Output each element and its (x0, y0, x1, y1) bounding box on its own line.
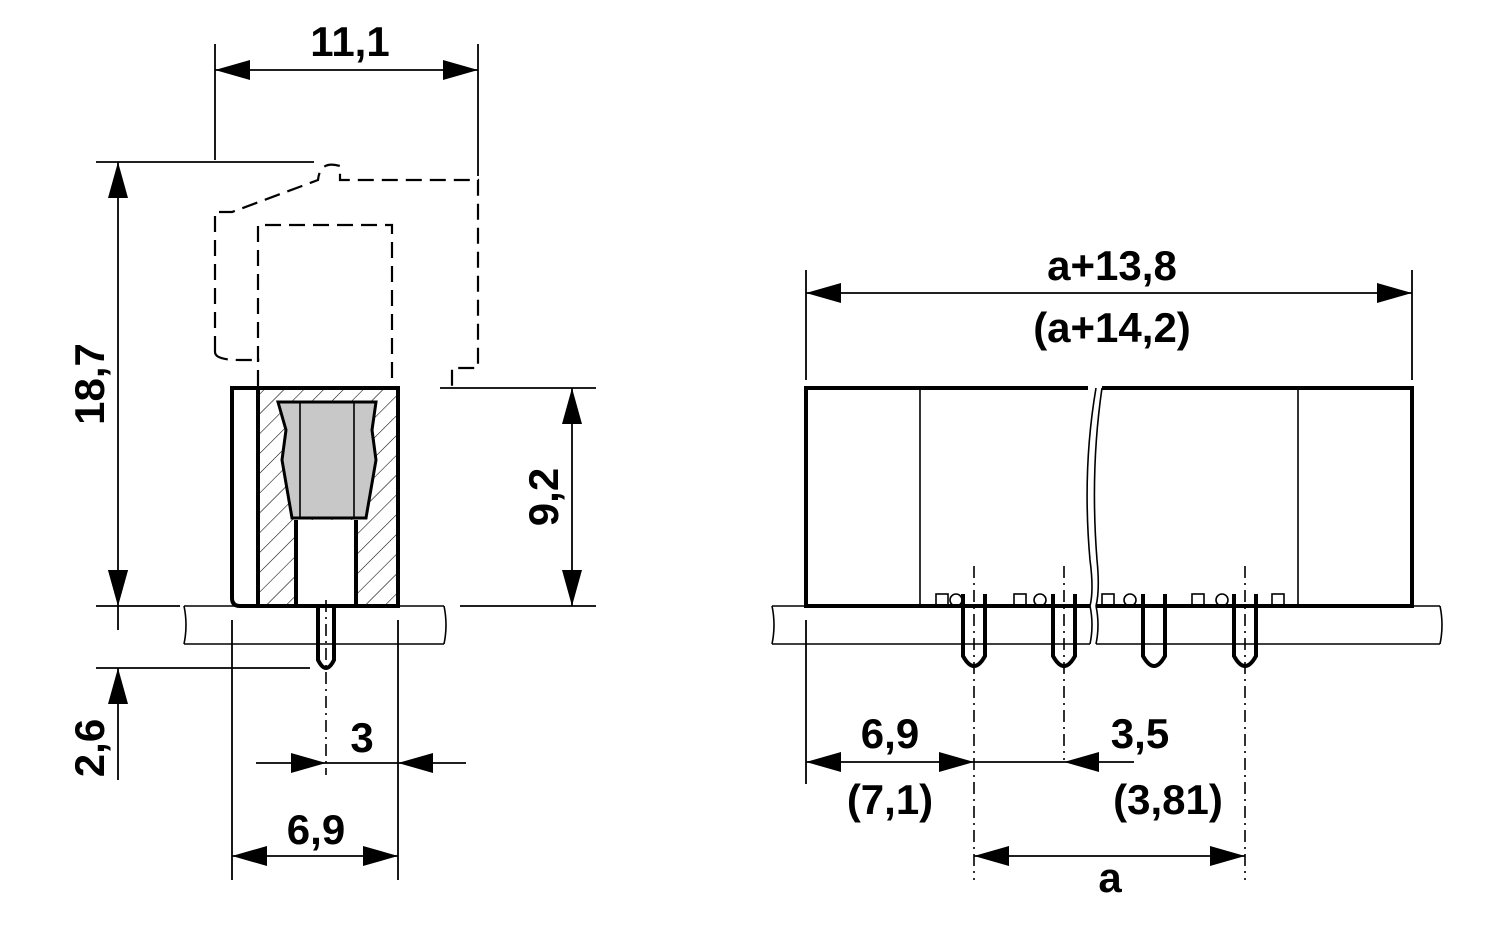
dim-a-label: a (1098, 854, 1122, 901)
mating-plug-outline (213, 163, 480, 386)
dim-6-9-side-label: 6,9 (287, 806, 345, 853)
dimension-pin-pitch: 3,5 (3,81) (1064, 710, 1223, 823)
dimension-pin-span: a (974, 846, 1245, 901)
dim-18-7-label: 18,7 (66, 343, 113, 425)
pcb-board-side (183, 605, 447, 645)
solder-pin-side (316, 606, 336, 670)
dim-3-81-label: (3,81) (1113, 776, 1223, 823)
dimension-width-side: 11,1 (215, 18, 478, 80)
pcb-board-front (771, 605, 1443, 645)
front-view: a+13,8 (a+14,2) 6,9 (7,1) 3,5 (3,81) a (771, 242, 1443, 901)
side-view: 11,1 18,7 9,2 2,6 3 (66, 18, 596, 880)
dimension-total-height: 18,7 (66, 162, 128, 606)
dim-3-5-label: 3,5 (1111, 710, 1169, 757)
header-housing (230, 386, 400, 608)
dim-3-label: 3 (350, 714, 373, 761)
dim-a-14-2-label: (a+14,2) (1033, 304, 1191, 351)
dimension-pin-offset: 3 (256, 714, 466, 773)
dim-9-2-label: 9,2 (520, 468, 567, 526)
dim-11-1-label: 11,1 (310, 18, 389, 65)
dim-6-9-front-label: 6,9 (861, 710, 919, 757)
dimension-body-height: 9,2 (520, 388, 582, 606)
dimension-base-width: 6,9 (232, 806, 398, 866)
dimension-edge-to-pin: 6,9 (7,1) (806, 710, 1064, 823)
dim-7-1-label: (7,1) (847, 776, 933, 823)
dim-a-13-8-label: a+13,8 (1047, 242, 1177, 289)
dimension-overall-width: a+13,8 (a+14,2) (806, 242, 1412, 351)
header-housing-front (804, 386, 1414, 608)
dim-2-6-label: 2,6 (66, 719, 113, 777)
dimension-pin-length: 2,6 (66, 570, 128, 780)
